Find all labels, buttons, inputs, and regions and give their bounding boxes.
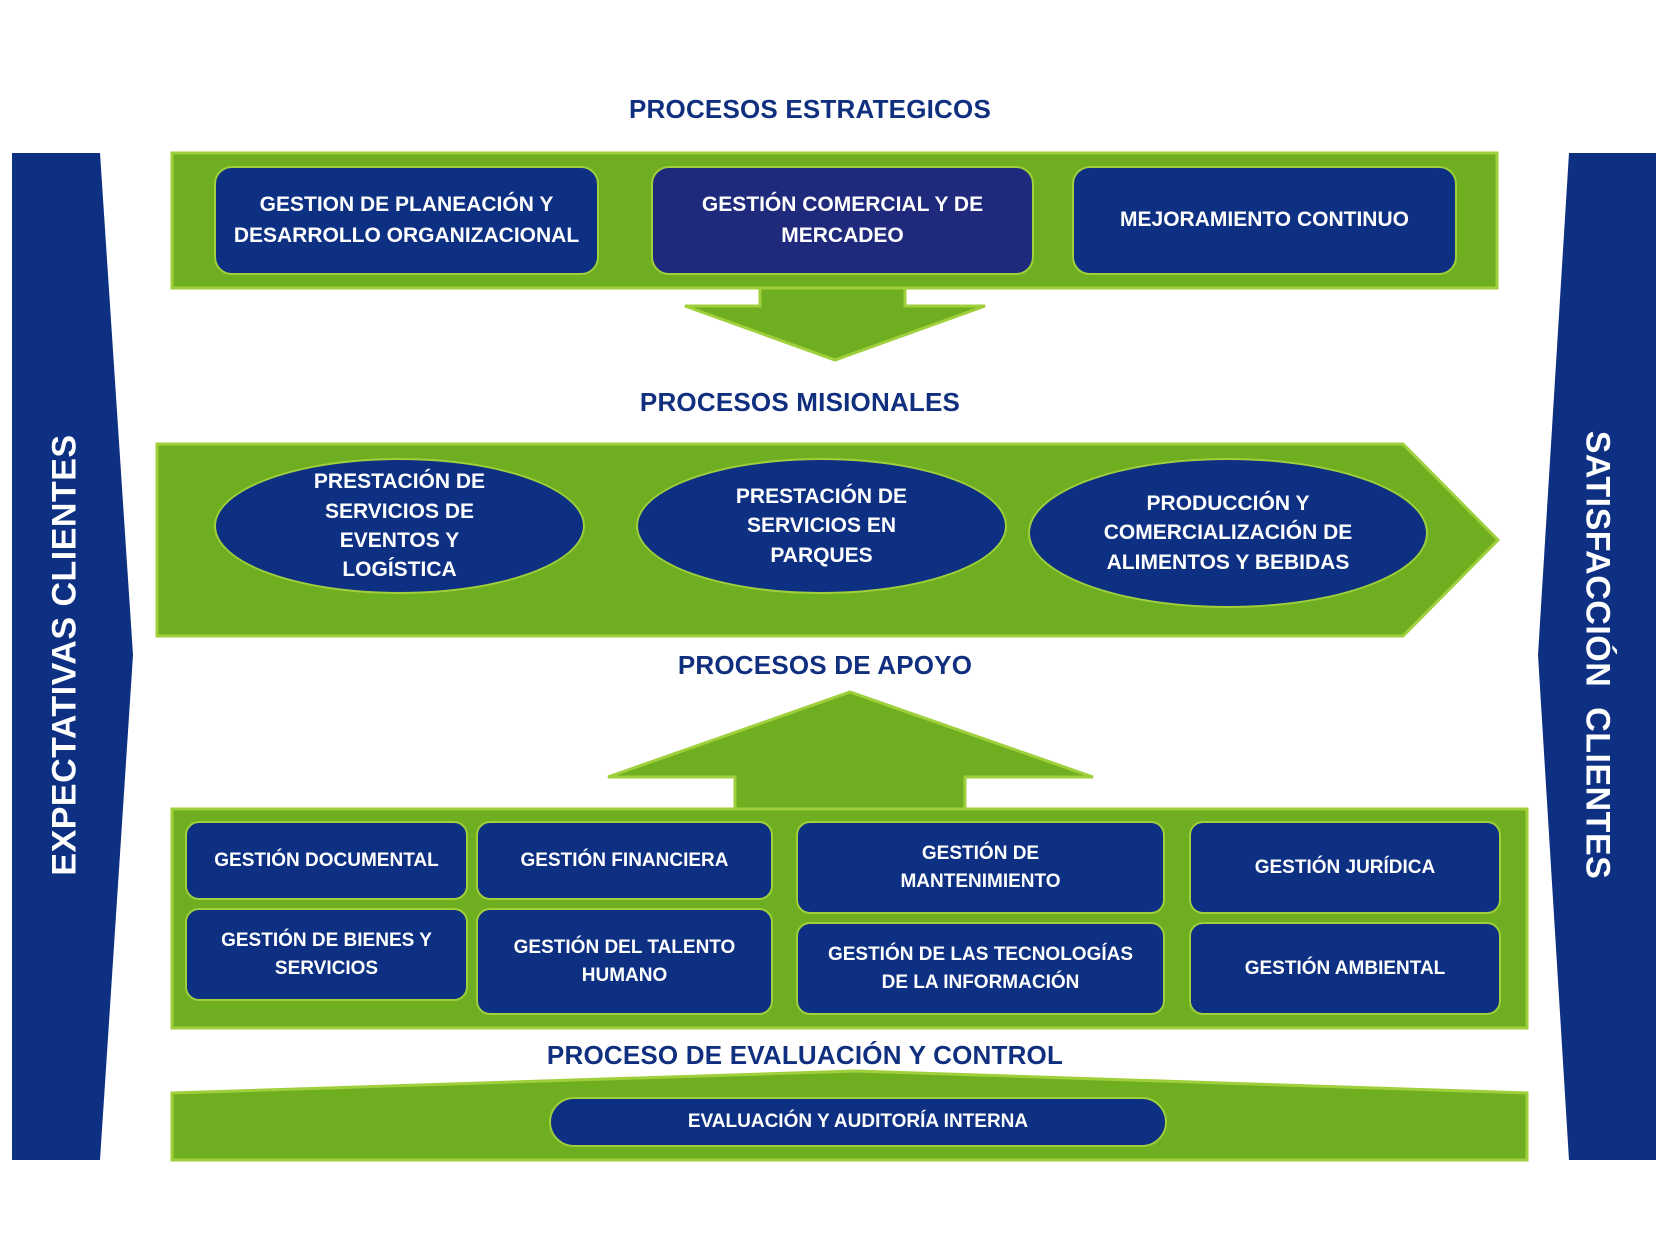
support-box-information-technology: GESTIÓN DE LAS TECNOLOGÍAS DE LA INFORMA… [796,922,1165,1015]
right-side-label: SATISFACCIÓN CLIENTES [1578,430,1617,880]
support-box-human-talent: GESTIÓN DEL TALENTO HUMANO [476,908,773,1015]
missional-oval-parks: PRESTACIÓN DE SERVICIOS EN PARQUES [636,458,1007,594]
right-client-satisfaction-banner [1538,153,1656,1160]
heading-support-processes: PROCESOS DE APOYO [677,650,973,680]
up-arrow [607,690,1094,815]
missional-oval-events-logistics: PRESTACIÓN DE SERVICIOS DE EVENTOS Y LOG… [214,458,585,594]
evaluation-box-internal-audit: EVALUACIÓN Y AUDITORÍA INTERNA [549,1097,1167,1147]
strategic-box-commercial: GESTIÓN COMERCIAL Y DE MERCADEO [651,166,1034,275]
heading-missional-processes: PROCESOS MISIONALES [639,387,961,417]
support-box-document-management: GESTIÓN DOCUMENTAL [185,821,468,900]
strategic-box-continuous-improvement: MEJORAMIENTO CONTINUO [1072,166,1457,275]
support-box-maintenance: GESTIÓN DE MANTENIMIENTO [796,821,1165,914]
left-side-label: EXPECTATIVAS CLIENTES [45,434,84,876]
support-box-financial: GESTIÓN FINANCIERA [476,821,773,900]
heading-strategic-processes: PROCESOS ESTRATEGICOS [629,94,991,124]
support-box-goods-services: GESTIÓN DE BIENES Y SERVICIOS [185,908,468,1001]
support-box-legal: GESTIÓN JURÍDICA [1189,821,1501,914]
down-arrow [684,286,986,362]
left-client-expectations-banner [12,153,133,1160]
support-box-environmental: GESTIÓN AMBIENTAL [1189,922,1501,1015]
heading-evaluation-control: PROCESO DE EVALUACIÓN Y CONTROL [546,1040,1064,1070]
strategic-box-planning: GESTION DE PLANEACIÓN Y DESARROLLO ORGAN… [214,166,599,275]
missional-oval-food-beverage: PRODUCCIÓN Y COMERCIALIZACIÓN DE ALIMENT… [1028,458,1428,608]
